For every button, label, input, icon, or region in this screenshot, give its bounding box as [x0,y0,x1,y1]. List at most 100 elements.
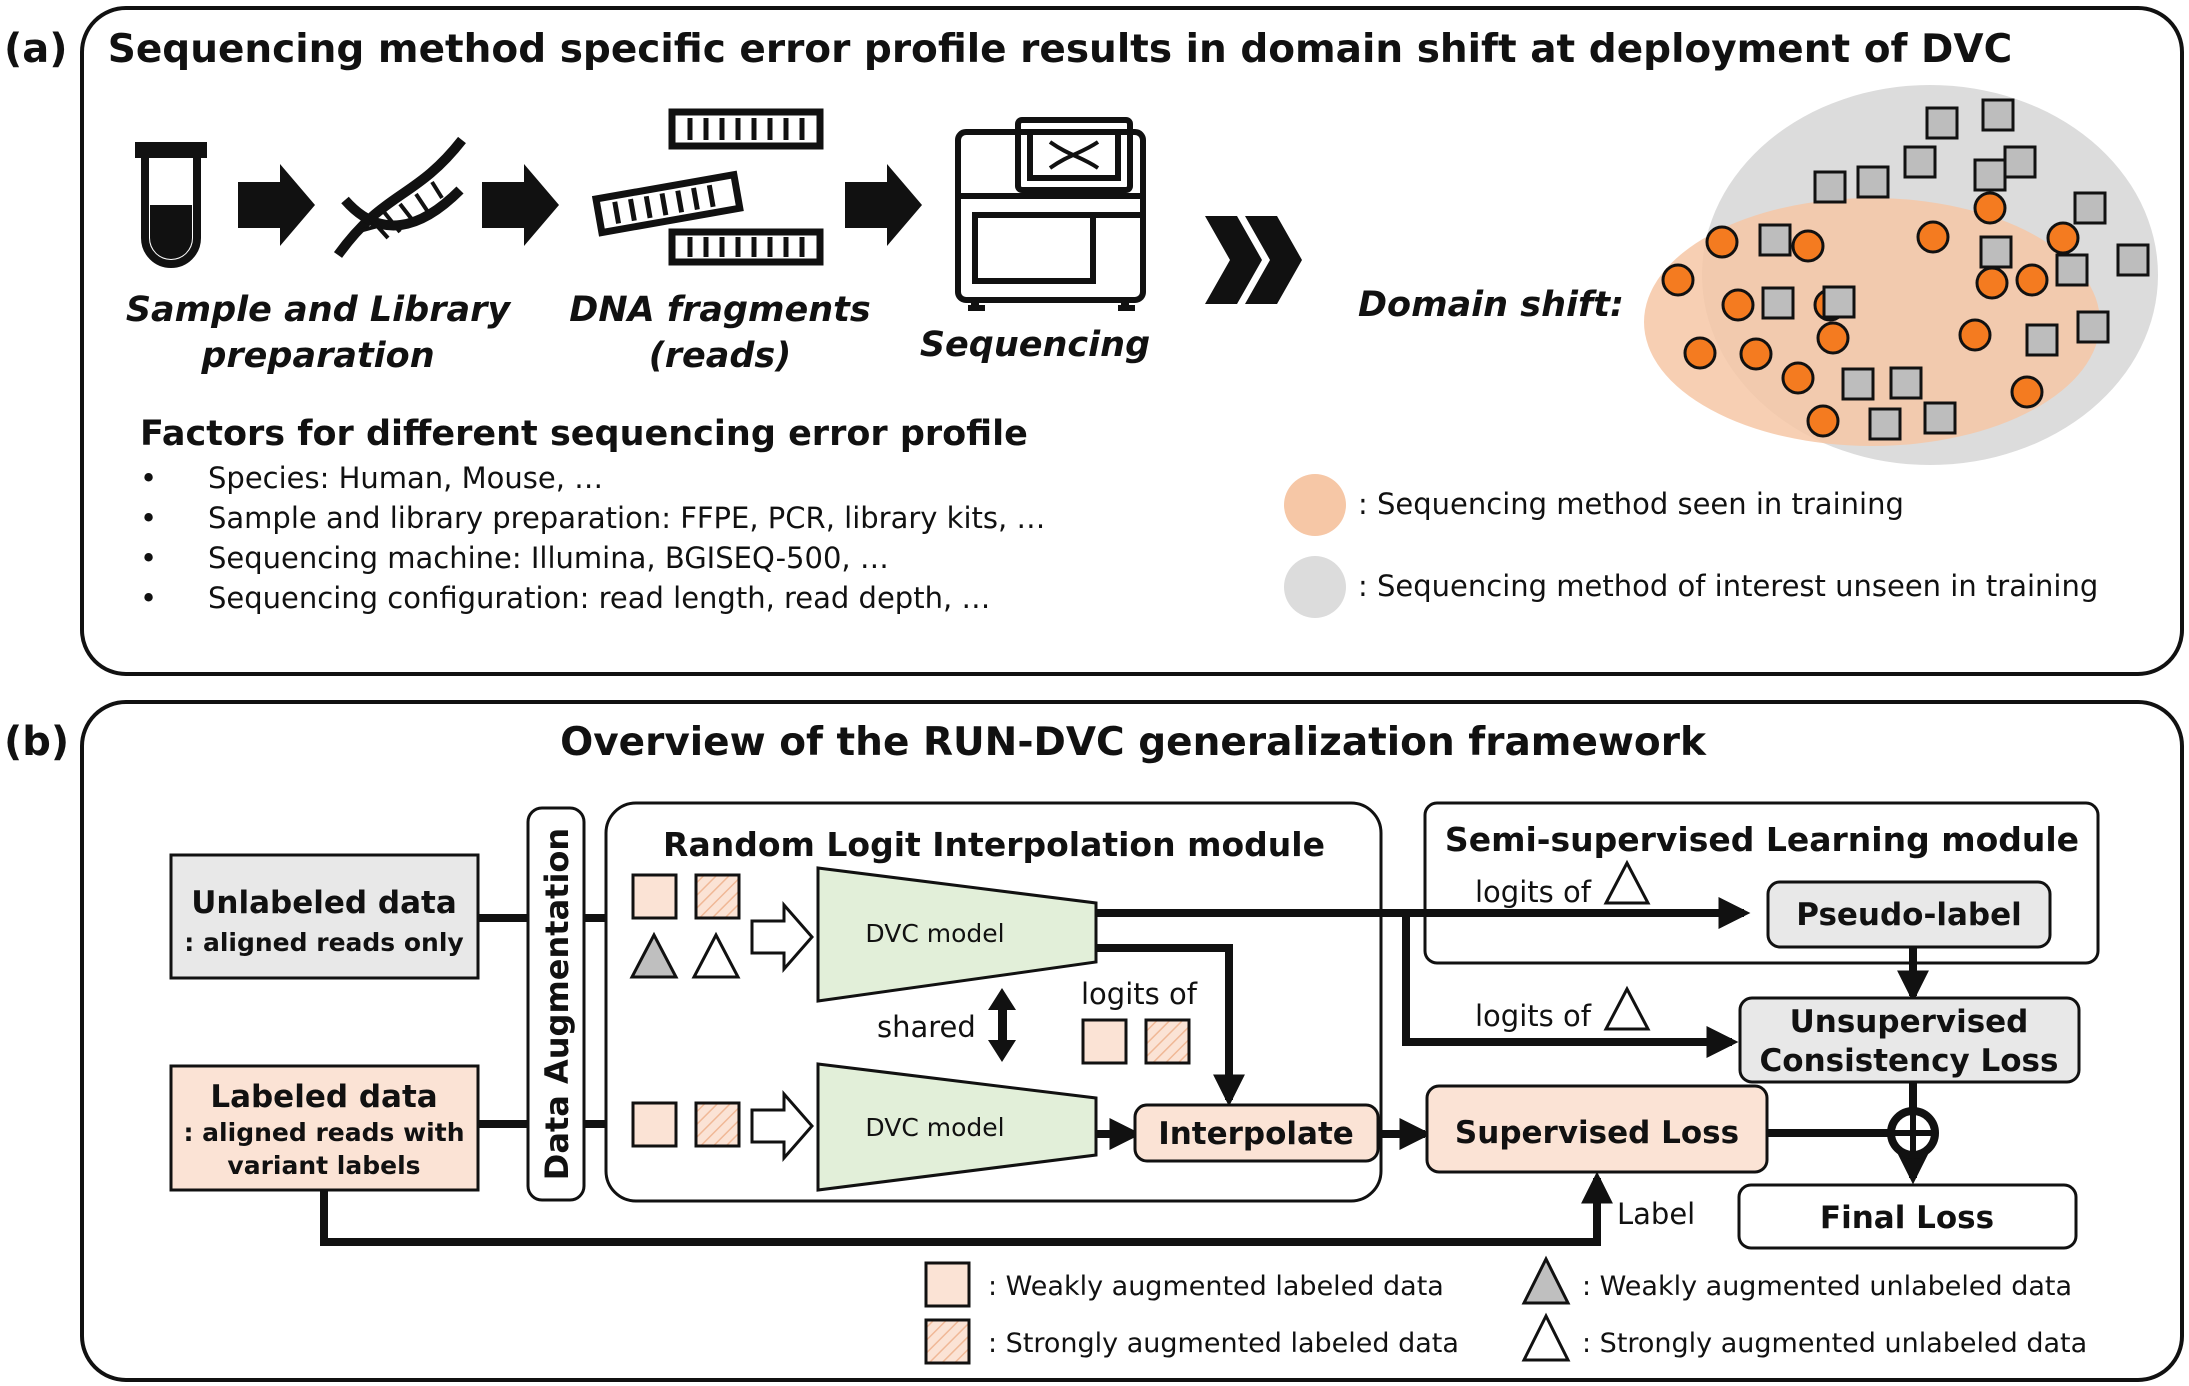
factors-title: Factors for different sequencing error p… [140,414,1028,454]
unlabeled-data-subtitle: : aligned reads only [184,928,463,957]
logits-weak-unlabeled [1603,859,1651,905]
interpolate-box [1133,1103,1380,1163]
unseen-domain-sample [1925,106,1959,140]
legend-seen-swatch [1284,474,1346,536]
domain-shift-label: Domain shift: [1358,285,1624,325]
shared-arrow-icon [988,988,1016,1062]
weak-labeled-sample [631,873,678,920]
legend-strong-unlabeled-swatch [1521,1312,1571,1362]
labeled-data-title: Labeled data [210,1079,437,1115]
pseudo-label-box [1766,880,2052,949]
unseen-domain-sample [1822,285,1856,319]
unseen-domain-sample [1841,367,1875,401]
rli-module-box [604,801,1383,1203]
flow-arrow-icon [482,164,559,246]
strong-labeled-sample [694,1101,741,1148]
panel-a-title: Sequencing method specific error profile… [108,27,2013,72]
dna-helix-icon [333,136,466,258]
unseen-domain-sample [1973,158,2007,192]
interpolate-label: Interpolate [1158,1116,1354,1152]
flow-arrow-icon [845,164,922,246]
dvc-model-top-label: DVC model [865,919,1004,948]
seen-domain-sample [2010,375,2044,409]
factor-list: • Species: Human, Mouse, … • Sample and … [140,461,1045,615]
unseen-domain-sample [2073,191,2107,225]
step-fragments-label-2: (reads) [649,336,792,376]
labeled-data-subtitle-2: variant labels [227,1151,420,1180]
legend-seen-label: : Sequencing method seen in training [1358,487,1904,521]
factor-bullet: • [140,581,157,615]
seen-domain-sample [1806,404,1840,438]
seen-domain-sample [1739,337,1773,371]
weak-labeled-sample [631,1101,678,1148]
weak-unlabeled-sample [629,931,679,979]
dna-fragments-icon [591,108,824,266]
unsupervised-loss-box [1738,996,2081,1084]
unseen-domain-sample [1981,98,2015,132]
labeled-data-subtitle-1: : aligned reads with [183,1118,464,1147]
seen-domain-sample [1975,266,2009,300]
data-augmentation-label: Data Augmentation [538,828,576,1180]
sequencer-icon [955,117,1146,311]
step-sample-label-2: preparation [200,336,434,376]
dvc-model-top [816,866,1098,1003]
label-text: Label [1617,1197,1695,1231]
unseen-domain-sample [1813,170,1847,204]
seen-domain-sample [1661,263,1695,297]
supervised-loss-label: Supervised Loss [1455,1115,1739,1151]
panel-a-frame [80,6,2184,676]
legend-weak-labeled-swatch [924,1261,971,1308]
dvc-model-bottom [816,1062,1098,1192]
unseen-domain-sample [1923,401,1957,435]
seen-domain-sample [1791,229,1825,263]
chevron-right-icon [1205,216,1262,304]
logits-strong-labeled [1144,1018,1191,1065]
unseen-domain-sample [1761,286,1795,320]
sum-node [1887,1107,1939,1159]
seen-domain-sample [2046,221,2080,255]
test-tube-icon [135,142,207,268]
factor-bullet: • [140,501,157,535]
unseen-domain-sample [1889,366,1923,400]
logits-of-label-1: logits of [1475,875,1592,909]
supervised-loss-box [1425,1084,1769,1174]
factor-bullet: • [140,541,157,575]
input-arrow-icon [750,901,814,973]
unseen-domain-sample [2076,310,2110,344]
ssl-module-box [1423,801,2100,965]
seen-domain-sample [1816,321,1850,355]
ssl-module-title: Semi-supervised Learning module [1445,820,2079,859]
seen-domain-sample [1683,336,1717,370]
unseen-domain-sample [1856,165,1890,199]
labeled-data-box [169,1064,480,1192]
final-loss-label: Final Loss [1820,1200,1994,1236]
unseen-domain-sample [1868,407,1902,441]
factor-item: Species: Human, Mouse, … [208,461,603,495]
flow-arrow-icon [238,164,315,246]
seen-domain-sample [1973,191,2007,225]
factor-item: Sequencing configuration: read length, r… [208,581,990,615]
connector-lines [320,897,1929,1246]
seen-domain-sample [2015,263,2049,297]
unsupervised-loss-line-1: Unsupervised [1790,1004,2029,1040]
unlabeled-data-title: Unlabeled data [191,885,456,921]
input-arrow-icon [750,1090,814,1162]
unseen-domain-sample [1758,223,1792,257]
logits-of-label-2: logits of [1475,999,1592,1033]
factor-item: Sequencing machine: Illumina, BGISEQ-500… [208,541,889,575]
logits-of-mid-label: logits of [1081,977,1198,1011]
legend-unseen-swatch [1284,556,1346,618]
seen-domain-sample [1705,225,1739,259]
pseudo-label-text: Pseudo-label [1796,897,2021,933]
unseen-domain-sample [1979,235,2013,269]
panel-b-frame [80,700,2184,1382]
strong-labeled-sample [694,873,741,920]
legend-unseen-label: : Sequencing method of interest unseen i… [1358,569,2098,603]
factor-bullet: • [140,461,157,495]
unseen-domain-sample [2025,323,2059,357]
domain-shift-points [1661,98,2150,441]
step-fragments-label-1: DNA fragments [569,290,870,330]
step-sequencing-label: Sequencing [920,325,1150,365]
legend-strong-labeled-label: : Strongly augmented labeled data [988,1328,1459,1359]
